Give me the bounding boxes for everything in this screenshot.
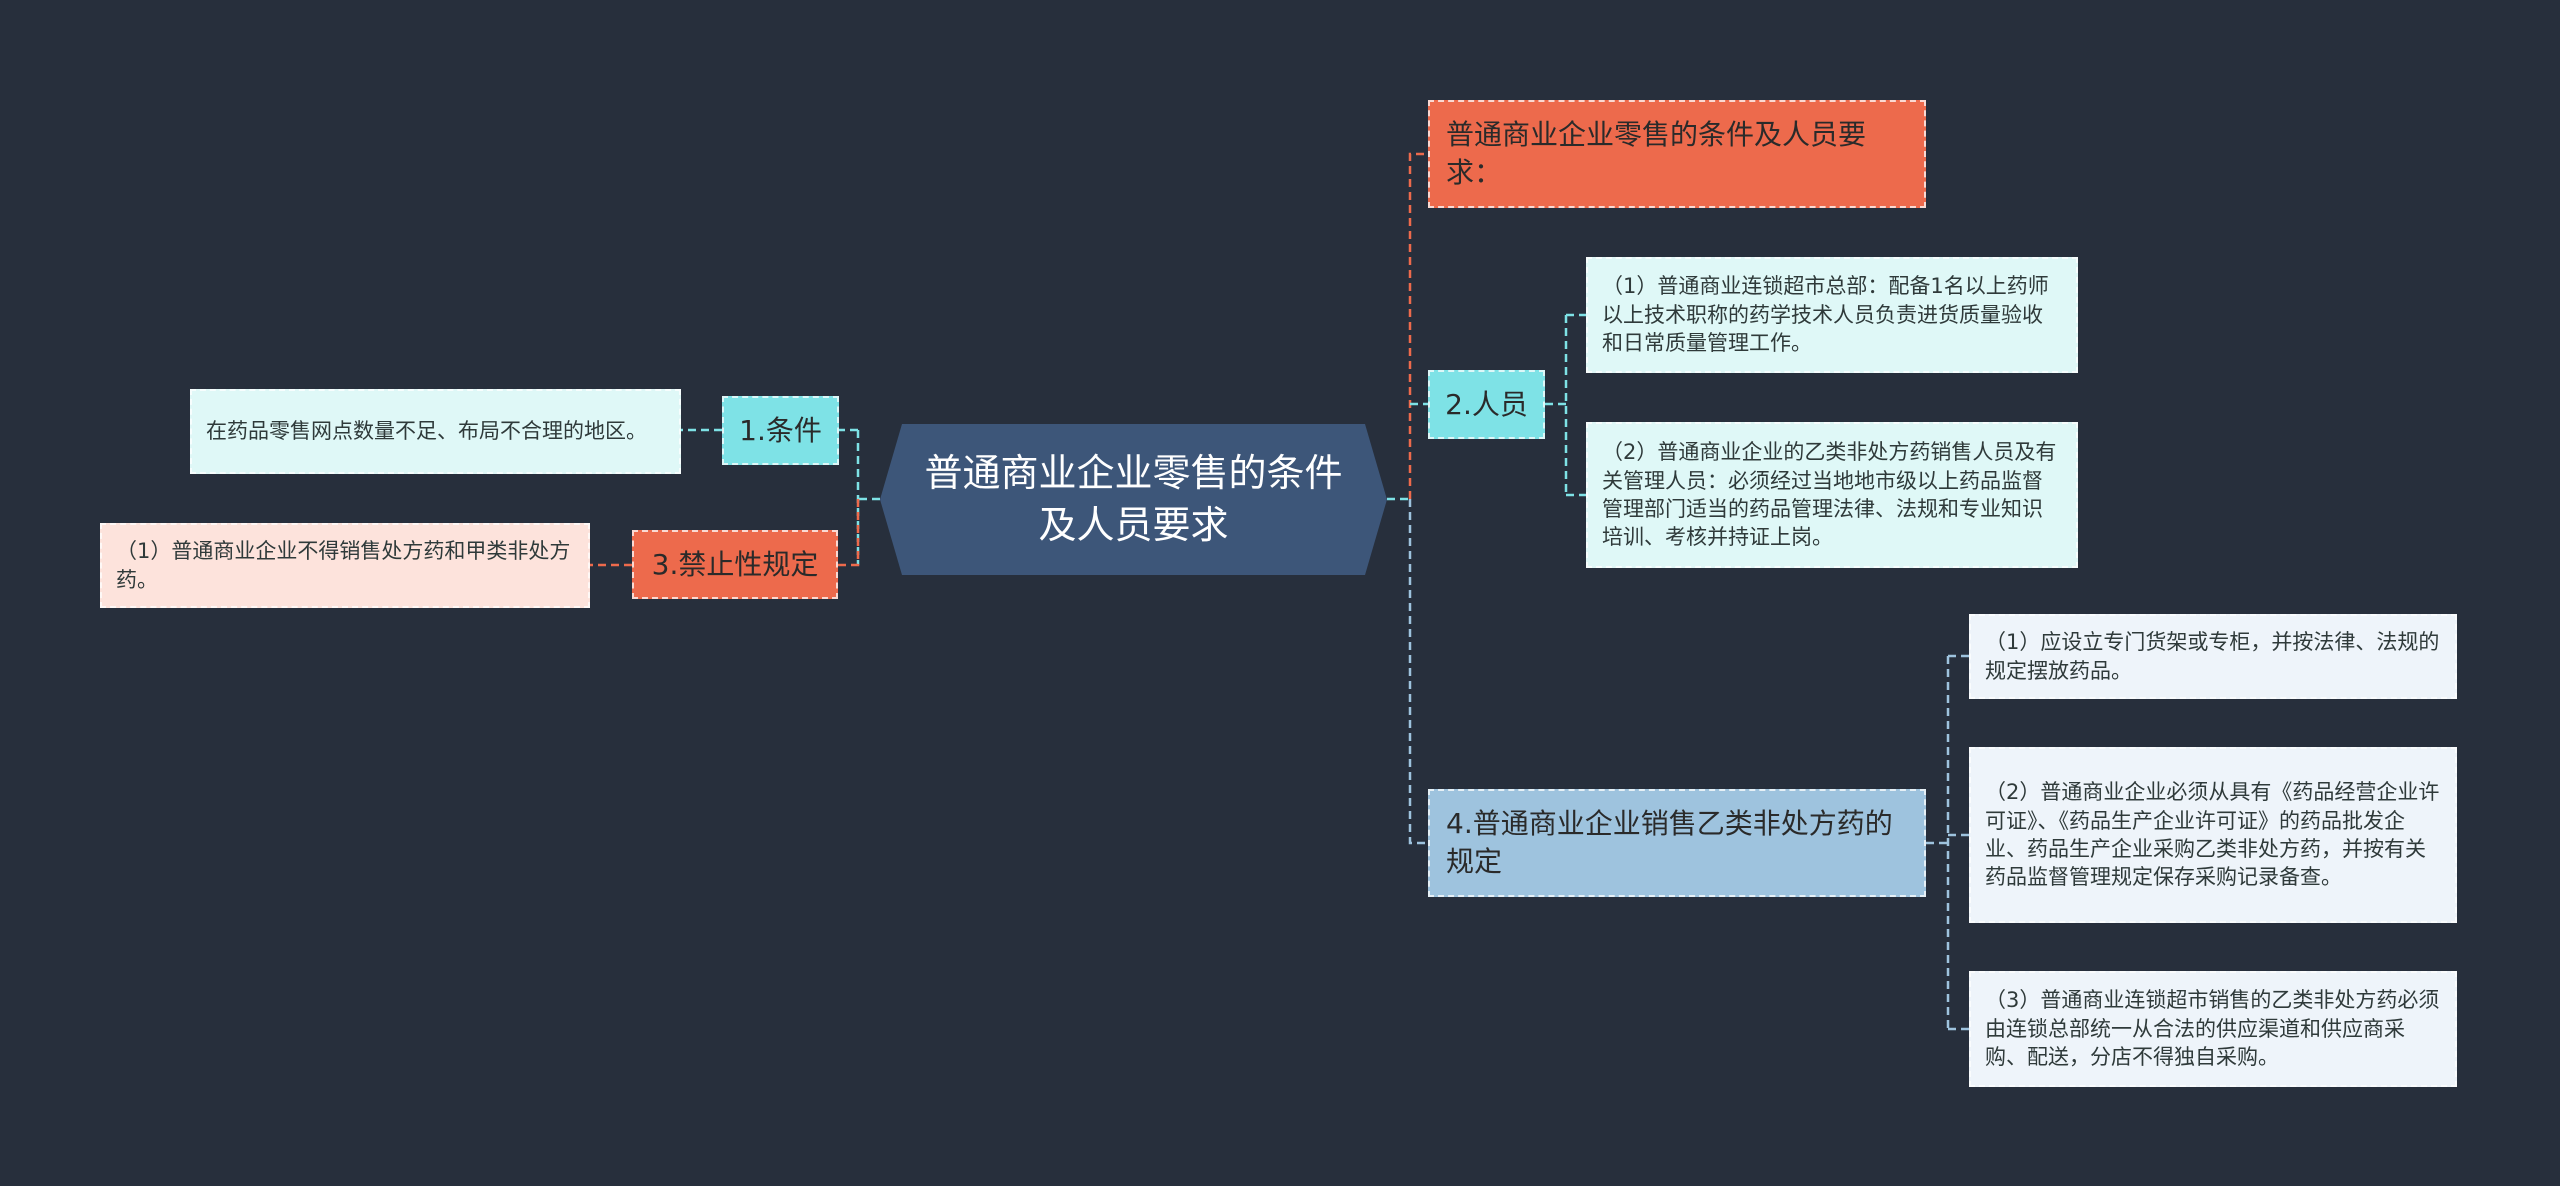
rule4-item-3[interactable]: （3）普通商业连锁超市销售的乙类非处方药必须由连锁总部统一从合法的供应渠道和供应… [1969,971,2457,1087]
topic-rule4[interactable]: 4.普通商业企业销售乙类非处方药的规定 [1428,789,1926,897]
condition-item-1[interactable]: 在药品零售网点数量不足、布局不合理的地区。 [190,389,681,474]
ban-item-1[interactable]: （1）普通商业企业不得销售处方药和甲类非处方药。 [100,523,590,608]
topic-title-node[interactable]: 普通商业企业零售的条件及人员要求： [1428,100,1926,208]
rule4-item-1-text: （1）应设立专门货架或专柜，并按法律、法规的规定摆放药品。 [1985,630,2440,683]
topic-person[interactable]: 2.人员 [1428,370,1545,439]
rule4-item-2-text: （2）普通商业企业必须从具有《药品经营企业许可证》、《药品生产企业许可证》的药品… [1985,780,2440,890]
person-item-2[interactable]: （2）普通商业企业的乙类非处方药销售人员及有关管理人员：必须经过当地地市级以上药… [1586,422,2078,568]
link-rule4-children [1926,654,1969,1031]
topic-ban-label: 3.禁止性规定 [651,547,819,581]
topic-person-label: 2.人员 [1445,387,1528,421]
topic-condition-label: 1.条件 [739,413,822,447]
rule4-item-1[interactable]: （1）应设立专门货架或专柜，并按法律、法规的规定摆放药品。 [1969,614,2457,699]
topic-rule4-label: 4.普通商业企业销售乙类非处方药的规定 [1446,807,1893,878]
root-topic-label: 普通商业企业零售的条件及人员要求 [924,451,1343,547]
link-ban [838,499,860,567]
condition-item-1-text: 在药品零售网点数量不足、布局不合理的地区。 [206,419,647,444]
link-root-left [856,430,880,565]
person-item-1-text: （1）普通商业连锁超市总部：配备1名以上药师以上技术职称的药学技术人员负责进货质… [1602,274,2049,356]
link-title [1408,152,1428,499]
root-topic[interactable]: 普通商业企业零售的条件及人员要求 [880,424,1387,575]
link-person-children [1545,313,1586,497]
rule4-item-3-text: （3）普通商业连锁超市销售的乙类非处方药必须由连锁总部统一从合法的供应渠道和供应… [1985,988,2440,1070]
topic-condition[interactable]: 1.条件 [722,396,839,465]
topic-title-label: 普通商业企业零售的条件及人员要求： [1446,118,1867,189]
ban-item-1-text: （1）普通商业企业不得销售处方药和甲类非处方药。 [116,539,571,592]
rule4-item-2[interactable]: （2）普通商业企业必须从具有《药品经营企业许可证》、《药品生产企业许可证》的药品… [1969,747,2457,923]
person-item-1[interactable]: （1）普通商业连锁超市总部：配备1名以上药师以上技术职称的药学技术人员负责进货质… [1586,257,2078,373]
topic-ban[interactable]: 3.禁止性规定 [632,530,838,599]
link-rule4 [1408,499,1428,845]
person-item-2-text: （2）普通商业企业的乙类非处方药销售人员及有关管理人员：必须经过当地地市级以上药… [1602,440,2057,550]
